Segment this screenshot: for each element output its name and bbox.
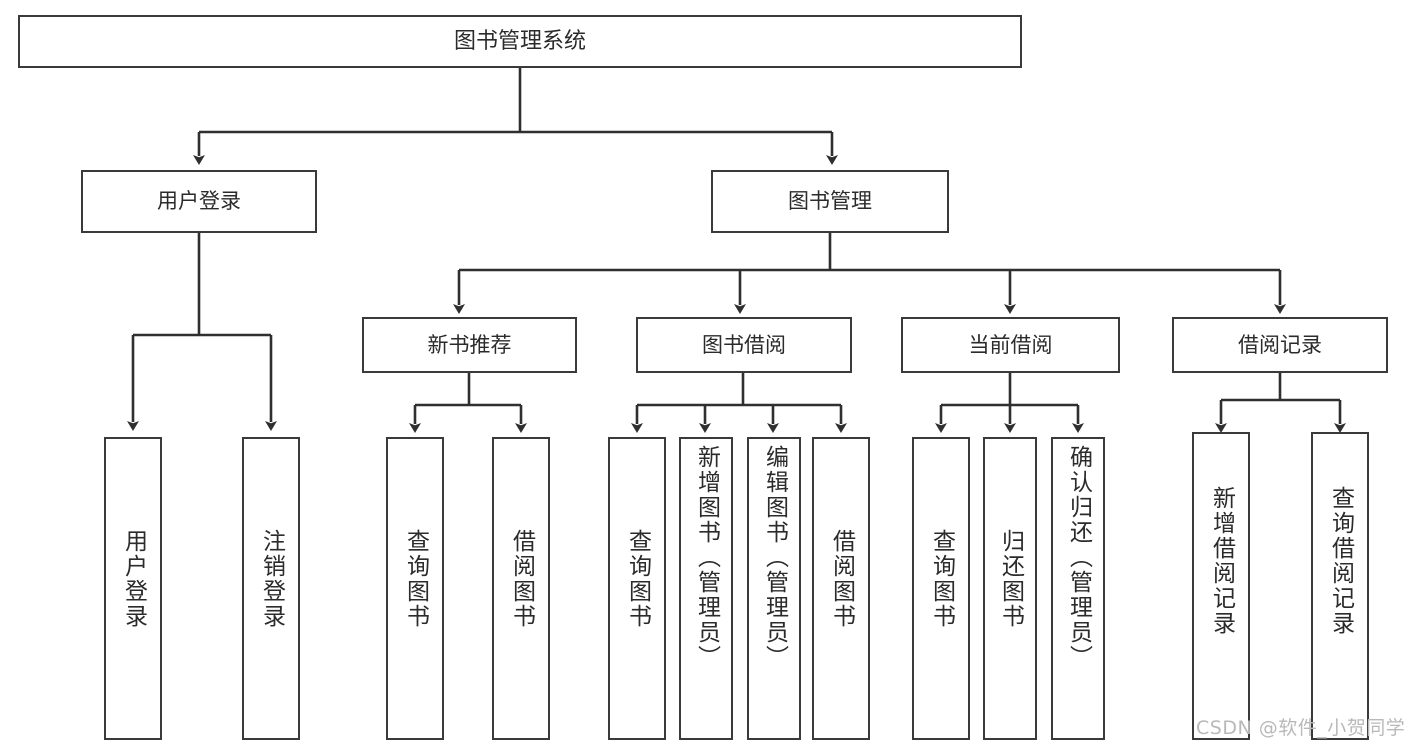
node-label: 图书借阅: [702, 332, 786, 357]
leaf-query-book-current[interactable]: 查询图书: [912, 437, 970, 740]
node-label: 注销登录: [258, 529, 285, 629]
leaf-add-book-admin[interactable]: 新增图书（管理员）: [679, 437, 733, 740]
node-user-login[interactable]: 用户登录: [81, 170, 317, 233]
node-root-library-system[interactable]: 图书管理系统: [18, 15, 1022, 68]
node-new-book-recommend[interactable]: 新书推荐: [362, 317, 577, 373]
leaf-query-borrow-record[interactable]: 查询借阅记录: [1311, 432, 1369, 740]
node-label: 查询图书: [402, 529, 429, 629]
leaf-confirm-return-admin[interactable]: 确认归还（管理员）: [1051, 437, 1105, 740]
leaf-query-book-borrow[interactable]: 查询图书: [608, 437, 666, 740]
node-label: 借阅记录: [1238, 332, 1322, 357]
node-label: 借阅图书: [828, 529, 855, 629]
node-label: 新增图书（管理员）: [693, 445, 720, 670]
node-label: 查询借阅记录: [1327, 486, 1354, 636]
node-label: 查询图书: [928, 529, 955, 629]
node-label: 图书管理: [788, 189, 872, 214]
leaf-edit-book-admin[interactable]: 编辑图书（管理员）: [747, 437, 801, 740]
node-label: 图书管理系统: [453, 28, 586, 54]
leaf-logout[interactable]: 注销登录: [242, 437, 300, 740]
node-label: 借阅图书: [508, 529, 535, 629]
node-current-borrow[interactable]: 当前借阅: [901, 317, 1120, 373]
node-borrow-record[interactable]: 借阅记录: [1172, 317, 1388, 373]
leaf-borrow-book-recommend[interactable]: 借阅图书: [492, 437, 550, 740]
node-label: 新增借阅记录: [1208, 486, 1235, 636]
leaf-user-login[interactable]: 用户登录: [104, 437, 162, 740]
watermark: CSDN @软件_小贺同学: [1196, 713, 1405, 740]
leaf-add-borrow-record[interactable]: 新增借阅记录: [1192, 432, 1250, 740]
leaf-query-book-recommend[interactable]: 查询图书: [386, 437, 444, 740]
leaf-return-book[interactable]: 归还图书: [983, 437, 1037, 740]
node-label: 用户登录: [157, 189, 241, 214]
node-label: 当前借阅: [968, 332, 1053, 357]
node-label: 归还图书: [997, 529, 1024, 629]
node-label: 查询图书: [624, 529, 651, 629]
node-label: 新书推荐: [427, 332, 512, 357]
node-book-management[interactable]: 图书管理: [711, 170, 949, 233]
node-label: 编辑图书（管理员）: [761, 445, 788, 670]
node-book-borrow[interactable]: 图书借阅: [636, 317, 852, 373]
leaf-borrow-book[interactable]: 借阅图书: [812, 437, 870, 740]
node-label: 用户登录: [120, 529, 147, 629]
watermark-text: CSDN @软件_小贺同学: [1196, 717, 1405, 739]
node-label: 确认归还（管理员）: [1065, 445, 1092, 670]
